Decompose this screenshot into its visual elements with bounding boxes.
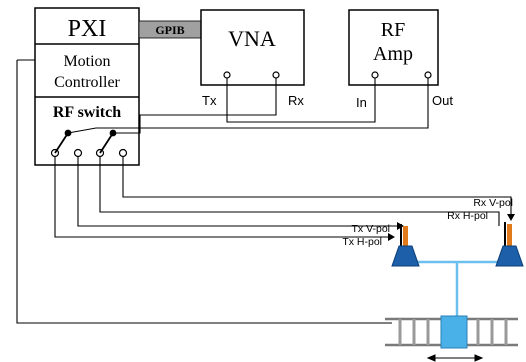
rf-amp-title-line2: Amp — [373, 43, 413, 65]
rf-amp-box: RF Amp — [348, 9, 439, 86]
tx-feed-stub — [403, 226, 408, 246]
rf-amp-in-port — [371, 71, 379, 79]
tx-vpol-label: Tx V-pol — [351, 223, 390, 235]
switch-port-rx-vpol — [118, 148, 128, 158]
rx-vpol-label: Rx V-pol — [473, 197, 513, 209]
motion-label-line1: Motion — [63, 53, 110, 70]
rx-horn-antenna — [495, 222, 524, 267]
pxi-title: PXI — [68, 16, 107, 42]
rx-hpol-label: Rx H-pol — [447, 210, 488, 222]
vna-tx-port — [223, 71, 231, 79]
amp-out-to-switch-wire — [67, 78, 429, 134]
vna-rx-port — [272, 71, 280, 79]
gpib-link: GPIB — [138, 20, 202, 39]
pxi-chassis: PXI Motion Controller RF switch — [34, 7, 140, 166]
movement-arrow — [426, 354, 484, 362]
vna-tx-to-amp-in-wire — [226, 78, 376, 123]
wiring — [16, 59, 512, 324]
vna-rx-label: Rx — [288, 93, 304, 108]
tx-hpol-label: Tx H-pol — [342, 236, 382, 248]
vna-box: VNA — [200, 9, 305, 86]
antenna-mount — [405, 260, 509, 320]
rx-vpol-arrow — [507, 214, 515, 221]
motion-controller-cable — [16, 60, 392, 324]
vna-title: VNA — [228, 26, 276, 51]
vna-tx-label: Tx — [202, 93, 217, 108]
rx-feed-stub — [507, 224, 512, 246]
rx-hpol-wire — [99, 157, 500, 226]
tx-vpol-wire — [77, 157, 400, 227]
rx-vpol-wire — [122, 157, 512, 216]
rf-switch-label: RF switch — [53, 104, 121, 121]
tx-hpol-arrow — [388, 233, 395, 241]
rf-amp-out-label: Out — [432, 93, 453, 108]
gpib-label: GPIB — [155, 23, 184, 37]
rf-amp-title-line1: RF — [381, 19, 405, 41]
rf-amp-in-label: In — [356, 95, 367, 110]
positioner-carriage — [440, 315, 468, 349]
linear-positioner — [385, 315, 518, 349]
motion-label-line2: Controller — [54, 74, 120, 91]
rf-amp-out-port — [424, 71, 432, 79]
vna-rx-to-switch-wire — [113, 78, 277, 134]
tx-hpol-wire — [54, 157, 391, 238]
tx-horn-antenna — [391, 224, 420, 267]
switch-port-tx-vpol — [73, 148, 83, 158]
